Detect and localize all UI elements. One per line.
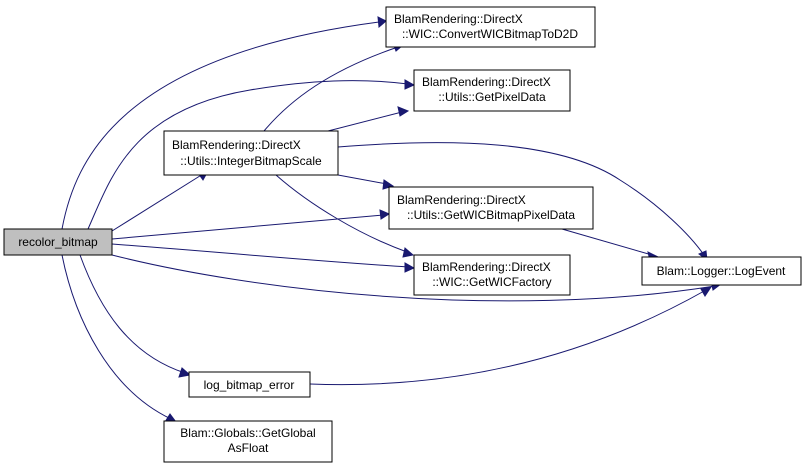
- node-box: [163, 420, 333, 463]
- arrowhead-logger-log-event-4: [700, 286, 713, 297]
- node-box: [163, 130, 339, 176]
- edge-log-bitmap-error-to-logger-log-event: [309, 289, 707, 386]
- edge-recolor-to-get-wic-bitmap-pixel-data: [111, 214, 384, 240]
- node-label-line-1: Blam::Globals::GetGlobal: [180, 426, 315, 440]
- node-box: [413, 254, 571, 296]
- node-box: [413, 69, 571, 112]
- node-integer-bitmap-scale[interactable]: BlamRendering::DirectX ::Utils::IntegerB…: [163, 130, 339, 176]
- arrowhead-log-bitmap-error: [178, 367, 192, 378]
- arrowhead-get-wic-factory-2: [402, 247, 415, 258]
- node-label-line-1: BlamRendering::DirectX: [394, 12, 523, 26]
- edge-recolor-to-log-bitmap-error: [79, 254, 186, 374]
- edge-integer-bitmap-scale-to-convert-wic: [263, 46, 399, 132]
- edge-integer-bitmap-scale-to-get-wic-bitmap-pixel-data: [337, 174, 388, 185]
- arrowhead-convert-wic: [377, 16, 387, 29]
- edge-integer-bitmap-scale-to-get-pixel-data: [327, 111, 403, 132]
- node-box: [188, 371, 311, 398]
- arrowhead-get-wic-factory-1: [404, 262, 416, 273]
- arrowheads-layer: [164, 16, 723, 423]
- node-label-line-2: ::Utils::GetPixelData: [438, 90, 546, 104]
- node-label: log_bitmap_error: [204, 378, 295, 392]
- edge-recolor-to-get-global-as-float: [61, 254, 172, 420]
- edge-recolor-to-get-pixel-data: [87, 80, 409, 230]
- edge-get-wic-bitmap-pixel-data-to-logger-log-event: [561, 228, 653, 256]
- arrowhead-get-wic-bitmap-pixel-data-1: [379, 209, 391, 220]
- node-label-line-2: AsFloat: [228, 441, 269, 455]
- node-get-pixel-data[interactable]: BlamRendering::DirectX ::Utils::GetPixel…: [413, 69, 571, 112]
- edge-recolor-to-integer-bitmap-scale: [111, 173, 204, 232]
- node-label-line-1: BlamRendering::DirectX: [172, 138, 301, 152]
- node-get-wic-factory[interactable]: BlamRendering::DirectX ::WIC::GetWICFact…: [413, 254, 571, 296]
- node-label-line-2: ::WIC::GetWICFactory: [432, 275, 551, 289]
- node-label-line-2: ::Utils::IntegerBitmapScale: [180, 154, 322, 168]
- arrowhead-get-pixel-data-2: [397, 106, 410, 117]
- nodes-layer: recolor_bitmap BlamRendering::DirectX ::…: [3, 6, 802, 463]
- node-box: [641, 256, 802, 286]
- node-box: [3, 228, 113, 256]
- node-label: Blam::Logger::LogEvent: [657, 264, 786, 278]
- node-label: recolor_bitmap: [18, 235, 98, 249]
- node-globals-get-global-as-float[interactable]: Blam::Globals::GetGlobal AsFloat: [163, 420, 333, 463]
- arrowhead-get-pixel-data-1: [404, 79, 416, 90]
- node-get-wic-bitmap-pixel-data[interactable]: BlamRendering::DirectX ::Utils::GetWICBi…: [388, 186, 594, 230]
- node-logger-log-event[interactable]: Blam::Logger::LogEvent: [641, 256, 802, 286]
- edge-integer-bitmap-scale-to-get-wic-factory: [275, 174, 408, 253]
- node-label-line-2: ::Utils::GetWICBitmapPixelData: [407, 208, 575, 222]
- node-label-line-2: ::WIC::ConvertWICBitmapToD2D: [402, 27, 578, 41]
- edge-recolor-to-get-wic-factory: [111, 243, 409, 268]
- edges-layer: [61, 21, 716, 420]
- node-label-line-1: BlamRendering::DirectX: [422, 75, 551, 89]
- edge-integer-bitmap-scale-to-logger-log-event: [337, 142, 705, 256]
- node-label-line-1: BlamRendering::DirectX: [422, 260, 551, 274]
- node-box: [385, 6, 596, 48]
- node-recolor-bitmap[interactable]: recolor_bitmap: [3, 228, 113, 256]
- edge-recolor-to-convert-wic: [61, 21, 380, 230]
- node-convert-wic-bitmap-to-d2d[interactable]: BlamRendering::DirectX ::WIC::ConvertWIC…: [385, 6, 596, 48]
- node-label-line-1: BlamRendering::DirectX: [397, 193, 526, 207]
- node-log-bitmap-error[interactable]: log_bitmap_error: [188, 371, 311, 398]
- node-box: [388, 186, 594, 230]
- edge-recolor-to-logger-log-event: [111, 254, 716, 302]
